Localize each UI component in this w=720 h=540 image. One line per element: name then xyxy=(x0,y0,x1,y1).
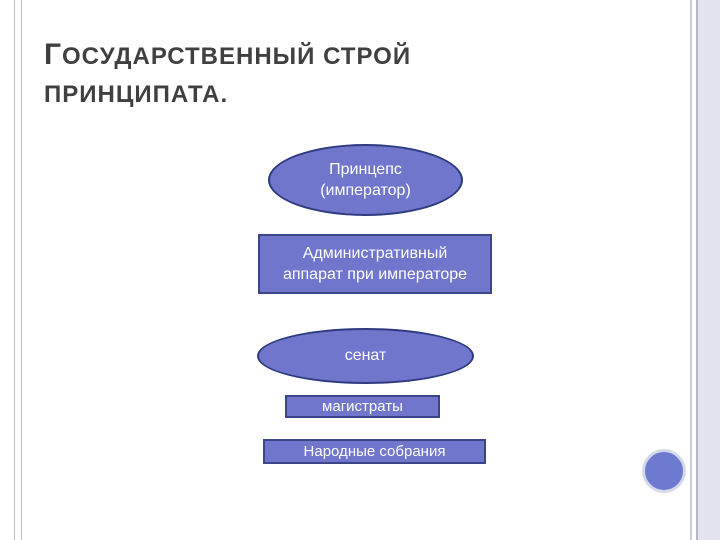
magistrates-box: магистраты xyxy=(285,395,440,418)
assemblies-label: Народные собрания xyxy=(303,443,446,460)
title-line-2: принципата. xyxy=(44,81,229,108)
popular-assemblies-box: Народные собрания xyxy=(263,439,486,464)
right-stripe-decoration xyxy=(688,0,720,540)
slide-title: Государственный строй принципата. xyxy=(44,36,564,114)
admin-label-line-2: аппарат при императоре xyxy=(282,266,468,283)
title-line-1: Государственный строй xyxy=(44,36,564,76)
title-line-1-rest: осударственный строй xyxy=(62,43,412,70)
circle-decoration-icon xyxy=(642,449,686,493)
princeps-label-line-1: Принцепс xyxy=(329,161,402,178)
magistrates-label: магистраты xyxy=(322,398,403,415)
senate-label: сенат xyxy=(344,347,387,364)
princeps-ellipse: Принцепс (император) xyxy=(268,144,463,216)
title-initial-letter: Г xyxy=(44,38,63,71)
senate-ellipse: сенат xyxy=(257,328,474,384)
princeps-label-line-2: (император) xyxy=(320,182,411,199)
left-frame-decoration xyxy=(14,0,22,540)
admin-label-line-1: Административный xyxy=(302,245,448,262)
admin-apparatus-box: Административный аппарат при императоре xyxy=(258,234,492,294)
